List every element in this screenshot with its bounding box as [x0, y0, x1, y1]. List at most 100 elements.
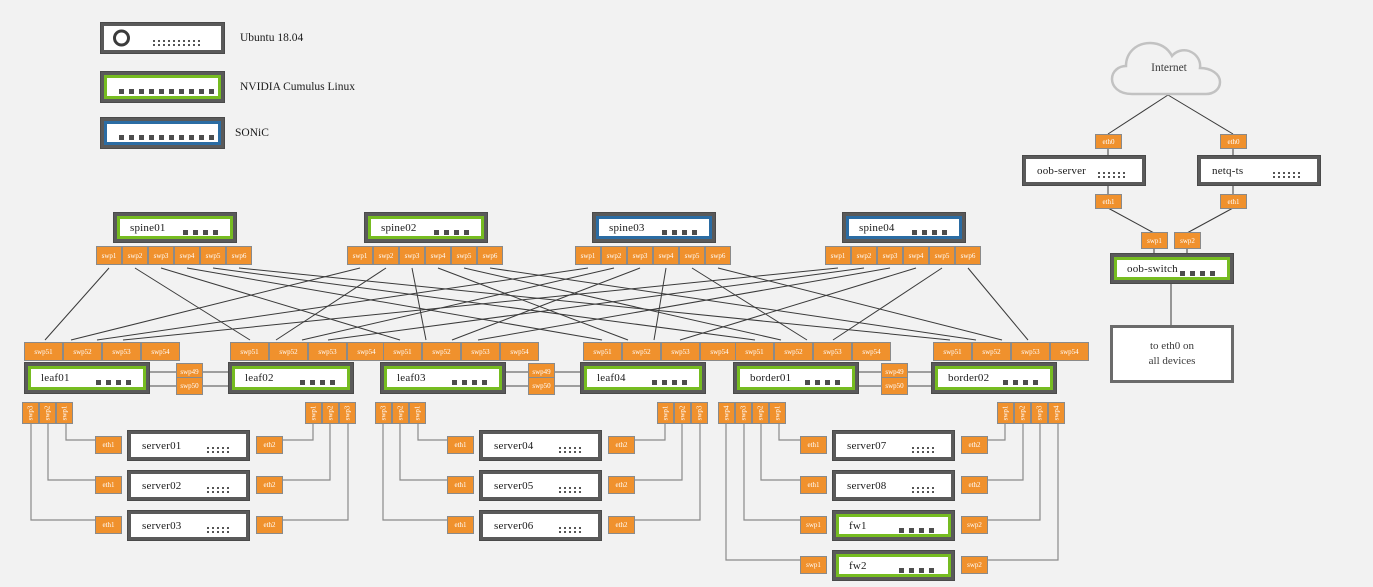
port-leaf02-swp1[interactable]: swp1 [305, 402, 322, 424]
port-border01-peer-swp50[interactable]: swp50 [881, 377, 908, 395]
port-spine02-swp4[interactable]: swp4 [425, 246, 451, 265]
device-leaf03[interactable]: leaf03 [380, 362, 506, 394]
port-spine01-swp5[interactable]: swp5 [200, 246, 226, 265]
port-server06-eth1[interactable]: eth1 [447, 516, 474, 534]
port-spine02-swp3[interactable]: swp3 [399, 246, 425, 265]
port-spine01-swp1[interactable]: swp1 [96, 246, 122, 265]
device-leaf01[interactable]: leaf01 [24, 362, 150, 394]
port-spine04-swp4[interactable]: swp4 [903, 246, 929, 265]
port-border02-swp4[interactable]: swp4 [1048, 402, 1065, 424]
port-leaf04-swp52[interactable]: swp52 [622, 342, 661, 361]
port-leaf01-swp3[interactable]: swp3 [22, 402, 39, 424]
device-fw2[interactable]: fw2 [832, 550, 955, 581]
port-leaf04-swp2[interactable]: swp2 [674, 402, 691, 424]
port-leaf03-swp52[interactable]: swp52 [422, 342, 461, 361]
device-netq-ts[interactable]: netq-ts [1197, 155, 1321, 186]
port-border01-swp53[interactable]: swp53 [813, 342, 852, 361]
port-spine03-swp1[interactable]: swp1 [575, 246, 601, 265]
port-leaf02-swp51[interactable]: swp51 [230, 342, 269, 361]
port-server05-eth2[interactable]: eth2 [608, 476, 635, 494]
port-server04-eth1[interactable]: eth1 [447, 436, 474, 454]
device-spine03[interactable]: spine03 [592, 212, 716, 243]
device-border01[interactable]: border01 [733, 362, 859, 394]
device-leaf04[interactable]: leaf04 [580, 362, 706, 394]
device-server03[interactable]: server03 [127, 510, 250, 541]
port-spine01-swp3[interactable]: swp3 [148, 246, 174, 265]
port-leaf04-swp54[interactable]: swp54 [700, 342, 739, 361]
port-border01-swp54[interactable]: swp54 [852, 342, 891, 361]
device-server07[interactable]: server07 [832, 430, 955, 461]
port-spine04-swp3[interactable]: swp3 [877, 246, 903, 265]
port-netq-ts-eth0[interactable]: eth0 [1220, 134, 1247, 149]
port-oob-server-eth1[interactable]: eth1 [1095, 194, 1122, 209]
port-leaf04-swp53[interactable]: swp53 [661, 342, 700, 361]
port-border01-swp3[interactable]: swp3 [735, 402, 752, 424]
device-server08[interactable]: server08 [832, 470, 955, 501]
port-leaf03-swp51[interactable]: swp51 [383, 342, 422, 361]
port-oob-server-eth0[interactable]: eth0 [1095, 134, 1122, 149]
port-leaf04-swp1[interactable]: swp1 [657, 402, 674, 424]
device-oob-server[interactable]: oob-server [1022, 155, 1146, 186]
port-spine03-swp4[interactable]: swp4 [653, 246, 679, 265]
port-spine03-swp2[interactable]: swp2 [601, 246, 627, 265]
port-server06-eth2[interactable]: eth2 [608, 516, 635, 534]
port-spine04-swp5[interactable]: swp5 [929, 246, 955, 265]
port-fw1-swp1[interactable]: swp1 [800, 516, 827, 534]
port-leaf02-swp52[interactable]: swp52 [269, 342, 308, 361]
port-server02-eth2[interactable]: eth2 [256, 476, 283, 494]
port-spine03-swp5[interactable]: swp5 [679, 246, 705, 265]
port-border01-swp51[interactable]: swp51 [735, 342, 774, 361]
port-spine02-swp5[interactable]: swp5 [451, 246, 477, 265]
device-spine02[interactable]: spine02 [364, 212, 488, 243]
port-spine01-swp2[interactable]: swp2 [122, 246, 148, 265]
device-border02[interactable]: border02 [931, 362, 1057, 394]
port-spine04-swp6[interactable]: swp6 [955, 246, 981, 265]
port-border02-swp51[interactable]: swp51 [933, 342, 972, 361]
port-server07-eth2[interactable]: eth2 [961, 436, 988, 454]
port-spine02-swp1[interactable]: swp1 [347, 246, 373, 265]
device-leaf02[interactable]: leaf02 [228, 362, 354, 394]
device-spine04[interactable]: spine04 [842, 212, 966, 243]
port-spine02-swp6[interactable]: swp6 [477, 246, 503, 265]
port-netq-ts-eth1[interactable]: eth1 [1220, 194, 1247, 209]
port-border02-swp2[interactable]: swp2 [1014, 402, 1031, 424]
port-server05-eth1[interactable]: eth1 [447, 476, 474, 494]
port-leaf03-peer-swp50[interactable]: swp50 [528, 377, 555, 395]
port-spine03-swp6[interactable]: swp6 [705, 246, 731, 265]
port-leaf01-swp51[interactable]: swp51 [24, 342, 63, 361]
port-server02-eth1[interactable]: eth1 [95, 476, 122, 494]
port-leaf01-swp52[interactable]: swp52 [63, 342, 102, 361]
port-oob-switch-swp2[interactable]: swp2 [1174, 232, 1201, 249]
port-leaf01-peer-swp50[interactable]: swp50 [176, 377, 203, 395]
port-server01-eth2[interactable]: eth2 [256, 436, 283, 454]
port-spine01-swp4[interactable]: swp4 [174, 246, 200, 265]
device-server02[interactable]: server02 [127, 470, 250, 501]
port-spine04-swp1[interactable]: swp1 [825, 246, 851, 265]
port-fw1-swp2[interactable]: swp2 [961, 516, 988, 534]
port-leaf02-swp54[interactable]: swp54 [347, 342, 386, 361]
port-server03-eth1[interactable]: eth1 [95, 516, 122, 534]
port-border02-swp53[interactable]: swp53 [1011, 342, 1050, 361]
port-leaf01-swp54[interactable]: swp54 [141, 342, 180, 361]
device-server06[interactable]: server06 [479, 510, 602, 541]
device-server05[interactable]: server05 [479, 470, 602, 501]
port-leaf02-swp53[interactable]: swp53 [308, 342, 347, 361]
port-server04-eth2[interactable]: eth2 [608, 436, 635, 454]
port-spine04-swp2[interactable]: swp2 [851, 246, 877, 265]
port-leaf03-swp1[interactable]: swp1 [409, 402, 426, 424]
port-leaf04-swp51[interactable]: swp51 [583, 342, 622, 361]
port-leaf03-swp53[interactable]: swp53 [461, 342, 500, 361]
device-server04[interactable]: server04 [479, 430, 602, 461]
device-fw1[interactable]: fw1 [832, 510, 955, 541]
device-server01[interactable]: server01 [127, 430, 250, 461]
port-border02-swp3[interactable]: swp3 [1031, 402, 1048, 424]
port-leaf01-swp2[interactable]: swp2 [39, 402, 56, 424]
port-fw2-swp1[interactable]: swp1 [800, 556, 827, 574]
port-leaf03-swp3[interactable]: swp3 [375, 402, 392, 424]
port-oob-switch-swp1[interactable]: swp1 [1141, 232, 1168, 249]
port-server03-eth2[interactable]: eth2 [256, 516, 283, 534]
port-leaf04-swp3[interactable]: swp3 [691, 402, 708, 424]
port-leaf02-swp2[interactable]: swp2 [322, 402, 339, 424]
port-border02-swp52[interactable]: swp52 [972, 342, 1011, 361]
port-border01-swp52[interactable]: swp52 [774, 342, 813, 361]
